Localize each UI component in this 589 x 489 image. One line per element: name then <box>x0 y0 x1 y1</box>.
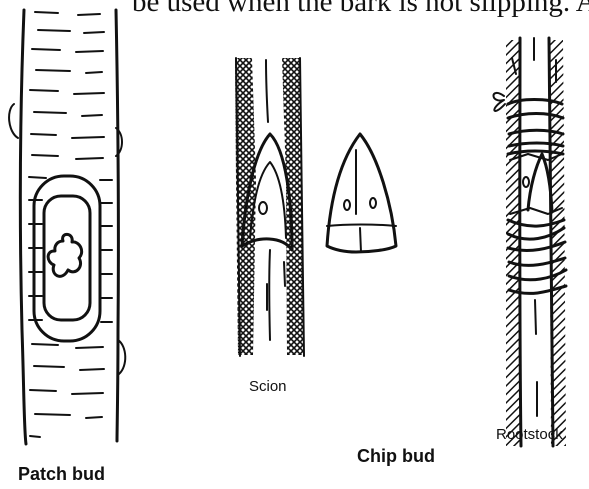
chip-bud <box>327 134 396 252</box>
scion-bud-eye <box>259 202 267 214</box>
chip-bud-eye-right <box>370 198 376 208</box>
chip-bud-outline <box>327 134 396 252</box>
chip-bud-label: Chip bud <box>357 446 435 467</box>
rootstock-label: Rootstock <box>496 426 563 443</box>
rootstock-stem <box>494 38 567 446</box>
chip-bud-eye-left <box>344 200 350 210</box>
patch-bud-eye <box>48 234 82 276</box>
patch-bud-inner-patch <box>44 196 90 320</box>
rootstock-inserted-chip <box>528 154 552 212</box>
rootstock-chip-eye <box>523 177 529 187</box>
rootstock-tie-knot <box>494 93 506 111</box>
scion-label: Scion <box>249 378 287 395</box>
patch-bud-label: Patch bud <box>18 464 105 485</box>
scion-stem <box>235 58 304 356</box>
patch-bud-stem <box>9 10 125 444</box>
